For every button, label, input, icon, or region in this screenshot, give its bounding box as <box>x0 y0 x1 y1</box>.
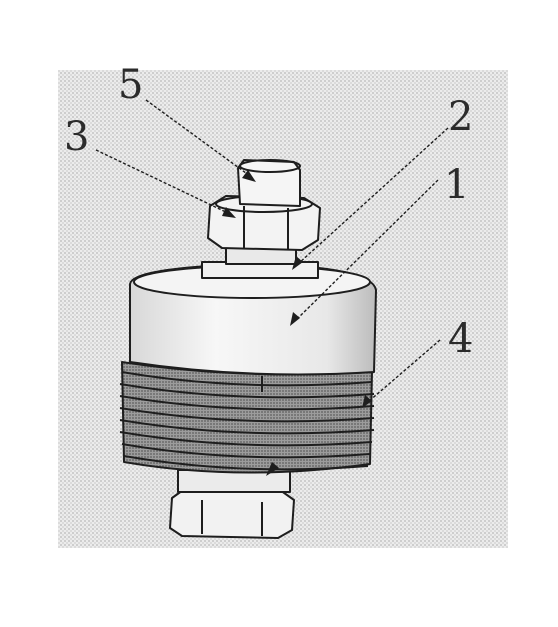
callout-1: 1 <box>444 162 469 208</box>
callout-5: 5 <box>118 62 143 108</box>
bolt-end <box>237 159 301 207</box>
callout-3: 3 <box>64 114 89 160</box>
washer <box>201 247 319 279</box>
callout-2: 2 <box>448 94 473 140</box>
arrow-heads <box>222 170 372 476</box>
bottom-hex-nut <box>169 487 295 539</box>
callout-4: 4 <box>448 316 473 362</box>
leader-lines <box>95 99 449 403</box>
threaded-section <box>119 361 375 474</box>
